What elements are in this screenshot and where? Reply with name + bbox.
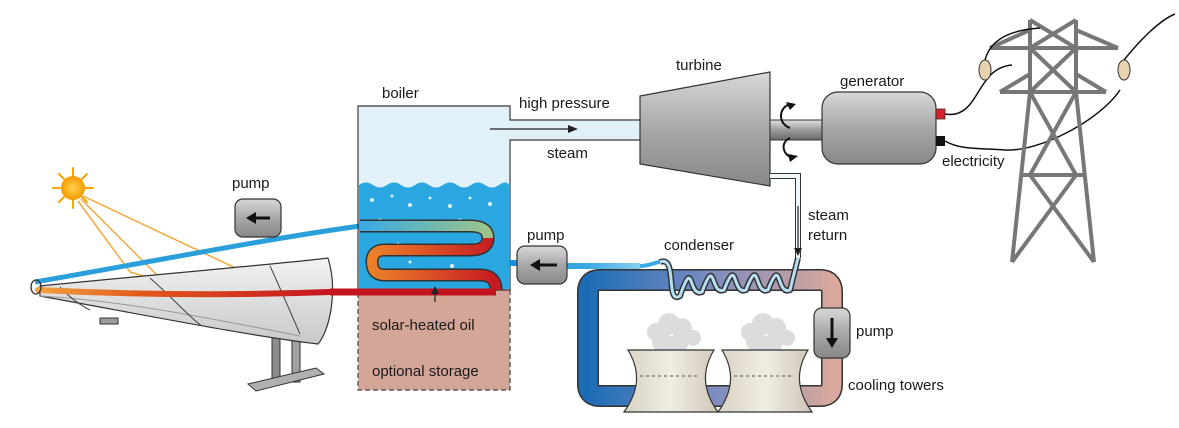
- boiler: [357, 105, 641, 291]
- solar-heated-oil-label: solar-heated oil: [372, 317, 475, 334]
- pump-return-label: pump: [527, 227, 565, 244]
- cooling-loop: [577, 269, 843, 407]
- boiler-label: boiler: [382, 85, 419, 102]
- pump-return-icon: [516, 245, 568, 285]
- insulator-icon: [978, 59, 1131, 81]
- high-pressure-label: high pressure: [519, 95, 610, 112]
- steam-return-label-line1: steam: [808, 207, 849, 224]
- parabolic-trough-icon: [30, 223, 361, 392]
- pump-cooling-label: pump: [856, 323, 894, 340]
- sun-icon: [52, 167, 94, 209]
- electricity-label: electricity: [942, 153, 1005, 170]
- condenser-label: condenser: [664, 237, 734, 254]
- pump-collector-icon: [234, 198, 282, 238]
- condenser-coil: [639, 257, 801, 301]
- turbine-label: turbine: [676, 57, 722, 74]
- cooling-tower-icon: [622, 313, 814, 413]
- steam-return-label-line2: return: [808, 227, 847, 244]
- pump-cooling-icon: [813, 307, 851, 359]
- storage-tank: [357, 289, 511, 391]
- optional-storage-label: optional storage: [372, 363, 479, 380]
- turbine-icon: [639, 71, 831, 187]
- generator-icon: [821, 64, 1121, 165]
- pump-collector-label: pump: [232, 175, 270, 192]
- pylon-icon: [989, 18, 1119, 264]
- steam-label: steam: [547, 145, 588, 162]
- cooling-towers-label: cooling towers: [848, 377, 944, 394]
- generator-label: generator: [840, 73, 904, 90]
